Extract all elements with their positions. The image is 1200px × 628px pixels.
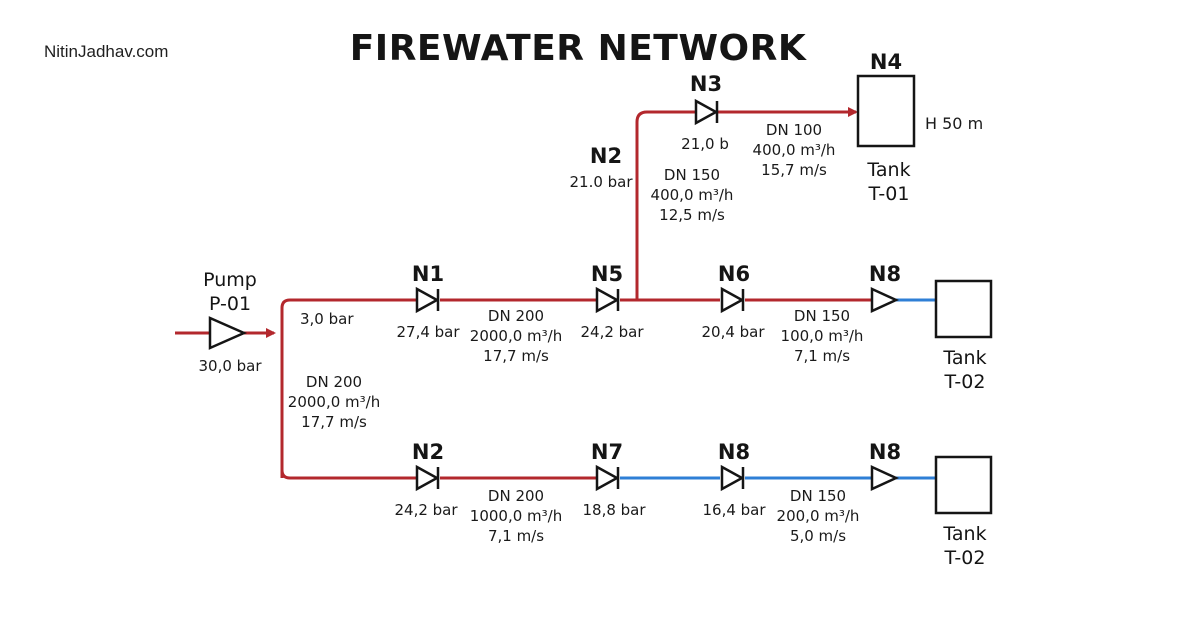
segment-n3-n4-specs: DN 100 400,0 m³/h 15,7 m/s [753, 120, 836, 180]
pump-label: Pump P-01 [203, 268, 257, 316]
tank-t02-lower-symbol [934, 455, 993, 515]
node-n6-pressure: 20,4 bar [701, 323, 765, 341]
diagram-title: FIREWATER NETWORK [349, 28, 807, 69]
segment-n6-n8-flow: 100,0 m³/h [780, 327, 864, 345]
vertical-segment-specs: DN 150 400,0 m³/h 12,5 m/s [651, 165, 734, 225]
pump-pressure: 30,0 bar [198, 357, 262, 375]
riser-dn: DN 200 [305, 373, 363, 391]
check-valve-n2-lower-icon [415, 464, 440, 492]
pipe-vertical-riser [635, 110, 696, 300]
n8-lower-node-icon [870, 465, 900, 491]
tank-t01-name: Tank [867, 159, 911, 181]
tank-t01-symbol [856, 74, 916, 148]
tank-t02-lower-name: Tank [943, 523, 987, 545]
segment-n2-n7-dn: DN 200 [487, 487, 545, 505]
node-n6-label: N6 [717, 262, 751, 286]
node-n7-pressure: 18,8 bar [582, 501, 646, 519]
tank-t02-upper-label: Tank T-02 [943, 346, 986, 394]
segment-n1-n5-flow: 2000,0 m³/h [469, 327, 563, 345]
tank-t02-upper-name: Tank [943, 347, 987, 369]
node-n8a-label: N8 [717, 440, 751, 464]
pump-id: P-01 [208, 293, 252, 315]
node-n8-upper-label: N8 [868, 262, 902, 286]
segment-n2-n7-specs: DN 200 1000,0 m³/h 7,1 m/s [470, 486, 562, 546]
segment-n8-n8-specs: DN 150 200,0 m³/h 5,0 m/s [777, 486, 860, 546]
node-n1-label: N1 [411, 262, 445, 286]
tank-t02-upper-symbol [934, 279, 993, 339]
check-valve-n6-icon [720, 286, 745, 314]
segment-n1-n5-specs: DN 200 2000,0 m³/h 17,7 m/s [470, 306, 562, 366]
segment-n1-n5-velocity: 17,7 m/s [483, 347, 549, 365]
tank-t01-height: H 50 m [925, 114, 984, 133]
node-n2-upper-label: N2 [589, 144, 623, 168]
pipe-lower-start [280, 469, 420, 480]
node-n4-label: N4 [869, 50, 903, 74]
segment-n6-n8-velocity: 7,1 m/s [793, 347, 851, 365]
node-n2-lower-label: N2 [411, 440, 445, 464]
segment-n3-n4-flow: 400,0 m³/h [752, 141, 836, 159]
n8-upper-node-icon [870, 287, 900, 313]
node-n5-pressure: 24,2 bar [580, 323, 644, 341]
tank-t02-upper-id: T-02 [944, 371, 986, 393]
riser-specs: DN 200 2000,0 m³/h 17,7 m/s [288, 372, 380, 432]
tank-t01-id: T-01 [868, 183, 910, 205]
tank-t02-lower-label: Tank T-02 [943, 522, 986, 570]
node-n8b-label: N8 [868, 440, 902, 464]
check-valve-n5-icon [595, 286, 620, 314]
riser-velocity: 17,7 m/s [301, 413, 367, 431]
check-valve-n3-icon [694, 98, 719, 126]
riser-flow: 2000,0 m³/h [287, 393, 381, 411]
segment-n8-n8-dn: DN 150 [789, 487, 847, 505]
riser-pressure: 3,0 bar [300, 310, 354, 328]
pump-name: Pump [203, 269, 257, 291]
node-n2-lower-pressure: 24,2 bar [394, 501, 458, 519]
vertical-segment-dn: DN 150 [663, 166, 721, 184]
tank-t02-lower-id: T-02 [944, 547, 986, 569]
node-n1-pressure: 27,4 bar [396, 323, 460, 341]
check-valve-n7-icon [595, 464, 620, 492]
segment-n3-n4-velocity: 15,7 m/s [761, 161, 827, 179]
segment-n8-n8-velocity: 5,0 m/s [789, 527, 847, 545]
segment-n1-n5-dn: DN 200 [487, 307, 545, 325]
node-n5-label: N5 [590, 262, 624, 286]
node-n3-pressure: 21,0 b [681, 135, 729, 153]
segment-n2-n7-velocity: 7,1 m/s [487, 527, 545, 545]
main-riser-pipe [280, 298, 420, 478]
node-n7-label: N7 [590, 440, 624, 464]
node-n3-label: N3 [689, 72, 723, 96]
node-n8a-pressure: 16,4 bar [702, 501, 766, 519]
segment-n6-n8-dn: DN 150 [793, 307, 851, 325]
tank-t01-label: Tank T-01 [867, 158, 910, 206]
check-valve-n8-lower-icon [720, 464, 745, 492]
vertical-segment-flow: 400,0 m³/h [650, 186, 734, 204]
segment-n8-n8-flow: 200,0 m³/h [776, 507, 860, 525]
watermark: NitinJadhav.com [44, 42, 169, 61]
segment-n3-n4-dn: DN 100 [765, 121, 823, 139]
pump-symbol [208, 316, 248, 350]
segment-n2-n7-flow: 1000,0 m³/h [469, 507, 563, 525]
vertical-segment-velocity: 12,5 m/s [659, 206, 725, 224]
check-valve-n1-icon [415, 286, 440, 314]
node-n2-upper-pressure: 21.0 bar [569, 173, 633, 191]
segment-n6-n8-specs: DN 150 100,0 m³/h 7,1 m/s [781, 306, 864, 366]
